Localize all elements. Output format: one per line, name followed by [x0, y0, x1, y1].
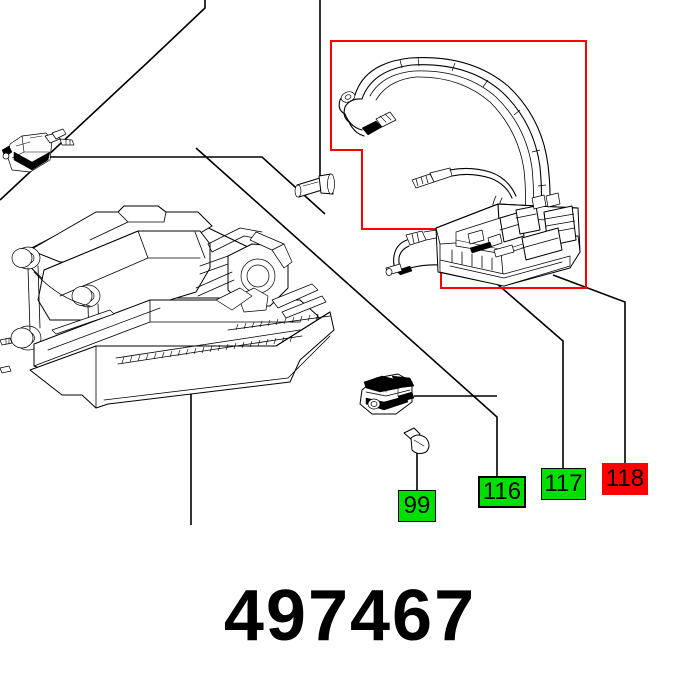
leader-to-116	[195, 147, 498, 476]
leader-to-117	[487, 275, 564, 468]
leader-lines	[0, 0, 626, 525]
bolt-part	[294, 173, 335, 198]
machine-body-assembly	[10, 205, 335, 409]
drawing-number: 497467	[223, 576, 477, 656]
micro-switch-part	[1, 128, 75, 173]
control-module	[435, 192, 581, 287]
screw-part	[403, 427, 430, 455]
part-label-118[interactable]: 118	[602, 463, 648, 495]
part-label-116[interactable]: 116	[478, 476, 526, 508]
leader-to-118	[552, 274, 626, 463]
part-label-117[interactable]: 117	[541, 468, 586, 500]
part-label-99[interactable]: 99	[398, 490, 436, 522]
switch-module-part	[359, 373, 415, 415]
leader-top-left	[0, 0, 206, 201]
small-fasteners-left	[0, 337, 13, 374]
leader-microswitch	[40, 156, 326, 215]
